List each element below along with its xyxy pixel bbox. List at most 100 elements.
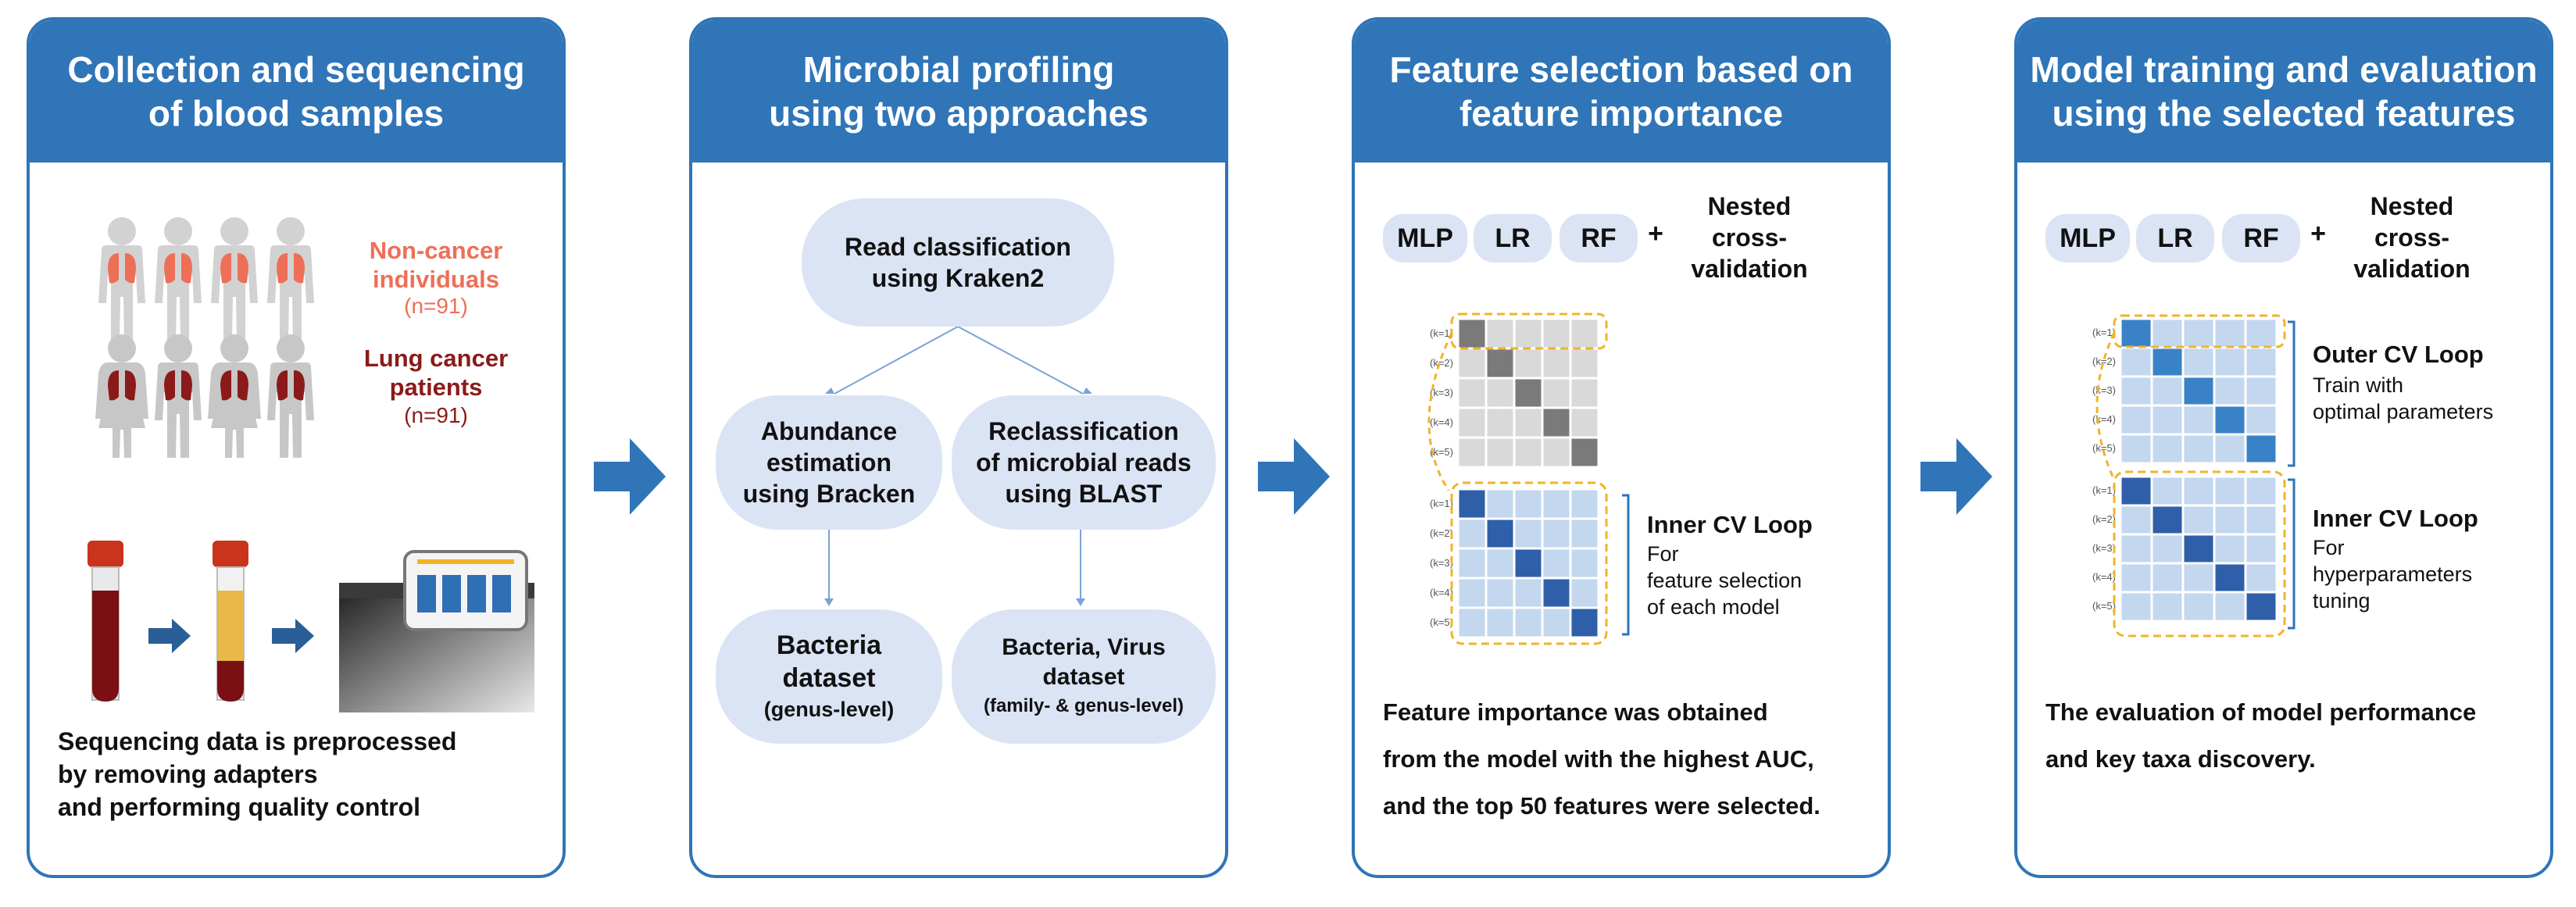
inner-grid: (k=1)(k=2)(k=3)(k=4)(k=5) <box>1430 487 1600 639</box>
training-fold-cell <box>1569 517 1600 550</box>
training-fold-cell <box>2244 346 2278 378</box>
panel4-title: Model training and evaluation using the … <box>2017 20 2550 162</box>
training-fold-cell <box>1485 436 1516 469</box>
training-fold-cell <box>1513 436 1544 469</box>
validation-fold-cell <box>1513 547 1544 580</box>
validation-fold-cell <box>1569 606 1600 639</box>
fold-label: (k=2) <box>2092 355 2116 367</box>
blood-tube-icon-1 <box>88 541 123 702</box>
training-fold-cell <box>2244 375 2278 407</box>
training-fold-cell <box>1569 347 1600 380</box>
validation-fold-cell <box>1569 436 1600 469</box>
fold-label: (k=1) <box>2092 484 2116 496</box>
nested-cv-label: Nested cross- validation <box>1691 192 1808 283</box>
training-fold-cell <box>2150 433 2185 465</box>
cancer-label: Lung cancer patients <box>363 345 509 401</box>
training-fold-cell <box>2119 346 2153 378</box>
outer-grid: (k=1)(k=2)(k=3)(k=4)(k=5) <box>1430 317 1600 469</box>
training-fold-cell <box>2150 475 2185 507</box>
training-fold-cell <box>2119 433 2153 465</box>
training-fold-cell <box>1513 347 1544 380</box>
bracken-node: Abundance estimation using Bracken <box>716 395 942 530</box>
sequencer-machine-icon <box>339 550 534 712</box>
training-fold-cell <box>2150 533 2185 565</box>
panel4-description: The evaluation of model performance and … <box>2045 698 2477 773</box>
training-fold-cell <box>2150 562 2185 594</box>
right-arrow-icon-1 <box>594 438 666 515</box>
panel-collection: Collection and sequencing of blood sampl… <box>27 17 566 878</box>
training-fold-cell <box>1569 547 1600 580</box>
training-fold-cell <box>2181 504 2216 536</box>
training-fold-cell <box>2150 375 2185 407</box>
nested-cv-label: Nested cross- validation <box>2353 192 2471 283</box>
bacteria-dataset-node: Bacteria dataset (genus-level) <box>716 609 942 744</box>
training-fold-cell <box>1569 317 1600 350</box>
model-pill-rf: RF <box>1560 214 1638 262</box>
outer-cv-title: Outer CV Loop <box>2313 341 2484 368</box>
inner-cv-description: For feature selection of each model <box>1647 542 1802 619</box>
validation-fold-cell <box>1513 377 1544 409</box>
fold-label: (k=3) <box>1430 387 1453 398</box>
training-fold-cell <box>2119 591 2153 623</box>
validation-fold-cell <box>2213 562 2247 594</box>
training-fold-cell <box>2181 346 2216 378</box>
training-fold-cell <box>1485 487 1516 520</box>
blast-node: Reclassification of microbial reads usin… <box>952 395 1216 530</box>
flow-arrows <box>824 326 1092 606</box>
panel-model-training: Model training and evaluation using the … <box>2014 17 2553 878</box>
training-fold-cell <box>1456 377 1488 409</box>
fold-label: (k=4) <box>1430 416 1453 428</box>
training-fold-cell <box>2119 375 2153 407</box>
bacteria-virus-dataset-title: Bacteria, Virus dataset <box>1002 634 1166 690</box>
training-fold-cell <box>2119 562 2153 594</box>
validation-fold-cell <box>2244 433 2278 465</box>
inner-cv-title: Inner CV Loop <box>1647 511 1813 538</box>
model-pill-lr: LR <box>2136 214 2214 262</box>
inner-cv-title: Inner CV Loop <box>2313 505 2478 532</box>
fold-label: (k=5) <box>1430 446 1453 458</box>
training-fold-cell <box>1485 377 1516 409</box>
plus-sign: + <box>2310 219 2326 248</box>
validation-fold-cell <box>2119 475 2153 507</box>
validation-fold-cell <box>2150 504 2185 536</box>
training-fold-cell <box>1456 347 1488 380</box>
training-fold-cell <box>2213 591 2247 623</box>
training-fold-cell <box>2150 591 2185 623</box>
panel3-title: Feature selection based on feature impor… <box>1355 20 1888 162</box>
training-fold-cell <box>2213 533 2247 565</box>
fold-label: (k=1) <box>1430 498 1453 509</box>
training-fold-cell <box>1569 577 1600 609</box>
training-fold-cell <box>1513 406 1544 439</box>
cancer-count: (n=91) <box>404 403 468 427</box>
right-arrow-icon-2 <box>1258 438 1330 515</box>
training-fold-cell <box>2119 404 2153 436</box>
panel1-description: Sequencing data is preprocessed by remov… <box>58 727 457 821</box>
panel2-title: Microbial profiling using two approaches <box>692 20 1225 162</box>
training-fold-cell <box>1541 347 1572 380</box>
training-fold-cell <box>1569 487 1600 520</box>
fold-label: (k=3) <box>2092 542 2116 554</box>
training-fold-cell <box>1569 406 1600 439</box>
panel1-title: Collection and sequencing of blood sampl… <box>30 20 563 162</box>
training-fold-cell <box>2119 504 2153 536</box>
training-fold-cell <box>1541 517 1572 550</box>
training-fold-cell <box>1541 547 1572 580</box>
training-fold-cell <box>2150 317 2185 349</box>
validation-fold-cell <box>1541 577 1572 609</box>
training-fold-cell <box>2181 591 2216 623</box>
validation-fold-cell <box>1456 317 1488 350</box>
fold-label: (k=2) <box>1430 357 1453 369</box>
training-fold-cell <box>2181 317 2216 349</box>
validation-fold-cell <box>1485 517 1516 550</box>
right-arrow-icon-small-1 <box>148 619 191 653</box>
training-fold-cell <box>2181 475 2216 507</box>
training-fold-cell <box>1541 317 1572 350</box>
training-fold-cell <box>2213 317 2247 349</box>
training-fold-cell <box>1513 487 1544 520</box>
training-fold-cell <box>2119 533 2153 565</box>
validation-fold-cell <box>2244 591 2278 623</box>
panel-feature-selection: Feature selection based on feature impor… <box>1352 17 1891 878</box>
training-fold-cell <box>2181 562 2216 594</box>
fold-label: (k=4) <box>1430 587 1453 598</box>
training-fold-cell <box>2244 475 2278 507</box>
